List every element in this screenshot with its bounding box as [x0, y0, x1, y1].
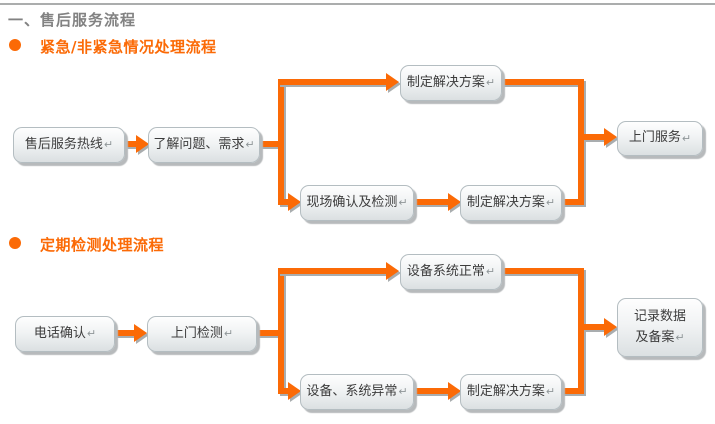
flow-line	[414, 199, 450, 205]
node-plan-bottom: 制定解决方案↵	[460, 185, 562, 221]
flow-line	[414, 388, 450, 394]
arrow-head-icon	[134, 324, 147, 342]
node-system-normal: 设备系统正常↵	[400, 254, 502, 290]
return-mark: ↵	[485, 265, 496, 279]
return-mark: ↵	[398, 385, 408, 399]
node-hotline: 售后服务热线↵	[13, 127, 125, 163]
flow-line	[123, 141, 138, 147]
arrow-head-icon	[448, 382, 461, 400]
return-mark: ↵	[545, 385, 556, 399]
section-heading-periodic: 定期检测处理流程	[40, 236, 165, 254]
flow-line	[113, 330, 136, 336]
node-door-service: 上门服务↵	[617, 121, 703, 156]
flow-branch-line	[278, 79, 284, 205]
flow-line	[278, 199, 290, 205]
top-divider	[0, 3, 715, 5]
flow-merge-line	[578, 268, 584, 394]
return-mark: ↵	[675, 330, 685, 344]
arrow-head-icon	[386, 262, 399, 280]
return-mark: ↵	[103, 138, 114, 152]
node-plan-top: 制定解决方案↵	[400, 65, 502, 101]
node-plan-periodic: 制定解决方案↵	[460, 374, 562, 410]
record-line-2-text: 及备案	[635, 329, 675, 345]
flow-line	[560, 199, 584, 205]
node-onsite-check: 现场确认及检测↵	[300, 185, 414, 221]
flow-line	[500, 79, 584, 85]
node-system-abnormal: 设备、系统异常↵	[300, 374, 414, 410]
return-mark: ↵	[86, 327, 97, 341]
return-mark: ↵	[223, 327, 234, 341]
flow-line	[278, 79, 386, 85]
flow-line	[258, 141, 284, 147]
flow-line	[584, 134, 606, 140]
node-label: 设备、系统异常	[306, 383, 398, 399]
node-label: 设备系统正常	[406, 263, 485, 279]
flow-branch-line	[278, 268, 284, 394]
return-mark: ↵	[245, 138, 255, 152]
return-mark: ↵	[485, 76, 496, 90]
arrow-head-icon	[448, 193, 461, 211]
flow-line	[560, 388, 584, 394]
node-label: 现场确认及检测	[306, 194, 398, 210]
arrow-head-icon	[136, 135, 149, 153]
section-heading-emergency: 紧急/非紧急情况处理流程	[40, 38, 217, 56]
section-bullet-icon	[9, 237, 21, 249]
arrow-head-icon	[288, 193, 301, 211]
section-bullet-icon	[9, 39, 21, 51]
record-line-2: 及备案↵	[634, 328, 686, 349]
flow-line	[500, 268, 584, 274]
flow-merge-line	[578, 79, 584, 205]
node-label: 制定解决方案	[466, 383, 545, 399]
arrow-head-icon	[604, 318, 617, 336]
arrow-head-icon	[604, 128, 617, 146]
page-title: 一、售后服务流程	[8, 11, 137, 29]
flow-line	[278, 388, 290, 394]
node-label: 上门检测	[170, 325, 223, 341]
node-label: 记录数据 及备案↵	[634, 307, 686, 349]
node-label: 了解问题、需求	[153, 136, 245, 152]
flow-line	[255, 330, 284, 336]
arrow-head-icon	[288, 382, 301, 400]
return-mark: ↵	[681, 131, 692, 145]
arrow-head-icon	[386, 73, 399, 91]
node-phone-confirm: 电话确认↵	[15, 316, 115, 352]
node-door-inspect: 上门检测↵	[147, 316, 257, 352]
node-label: 上门服务	[628, 130, 681, 146]
node-label: 制定解决方案	[466, 194, 545, 210]
node-label: 电话确认	[33, 325, 86, 341]
node-label: 售后服务热线	[24, 136, 103, 152]
flow-line	[584, 324, 606, 330]
node-label: 制定解决方案	[406, 74, 485, 90]
record-line-1: 记录数据	[633, 308, 686, 324]
node-record-data: 记录数据 及备案↵	[617, 298, 703, 357]
flow-line	[278, 268, 386, 274]
return-mark: ↵	[545, 196, 556, 210]
return-mark: ↵	[398, 196, 408, 210]
node-understand-needs: 了解问题、需求↵	[148, 127, 260, 163]
